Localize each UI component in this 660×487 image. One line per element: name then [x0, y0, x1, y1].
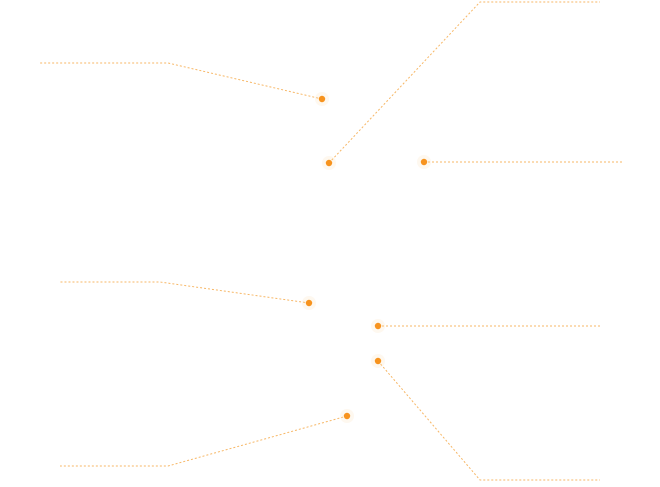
- leader-lines: [40, 1, 622, 481]
- callout-1-marker[interactable]: [318, 95, 326, 103]
- callout-7-marker[interactable]: [343, 412, 351, 420]
- marker-points: [302, 92, 431, 423]
- callout-4-marker[interactable]: [305, 299, 313, 307]
- callout-7-leader-line: [60, 415, 348, 467]
- callout-2-marker[interactable]: [325, 159, 333, 167]
- callout-3-marker[interactable]: [420, 158, 428, 166]
- callout-6-marker[interactable]: [374, 357, 382, 365]
- callout-2-leader-line: [328, 1, 600, 164]
- callout-6-leader-line: [377, 360, 600, 481]
- callout-4-leader-line: [60, 281, 310, 304]
- callout-5-marker[interactable]: [374, 322, 382, 330]
- callout-1-leader-line: [40, 62, 323, 100]
